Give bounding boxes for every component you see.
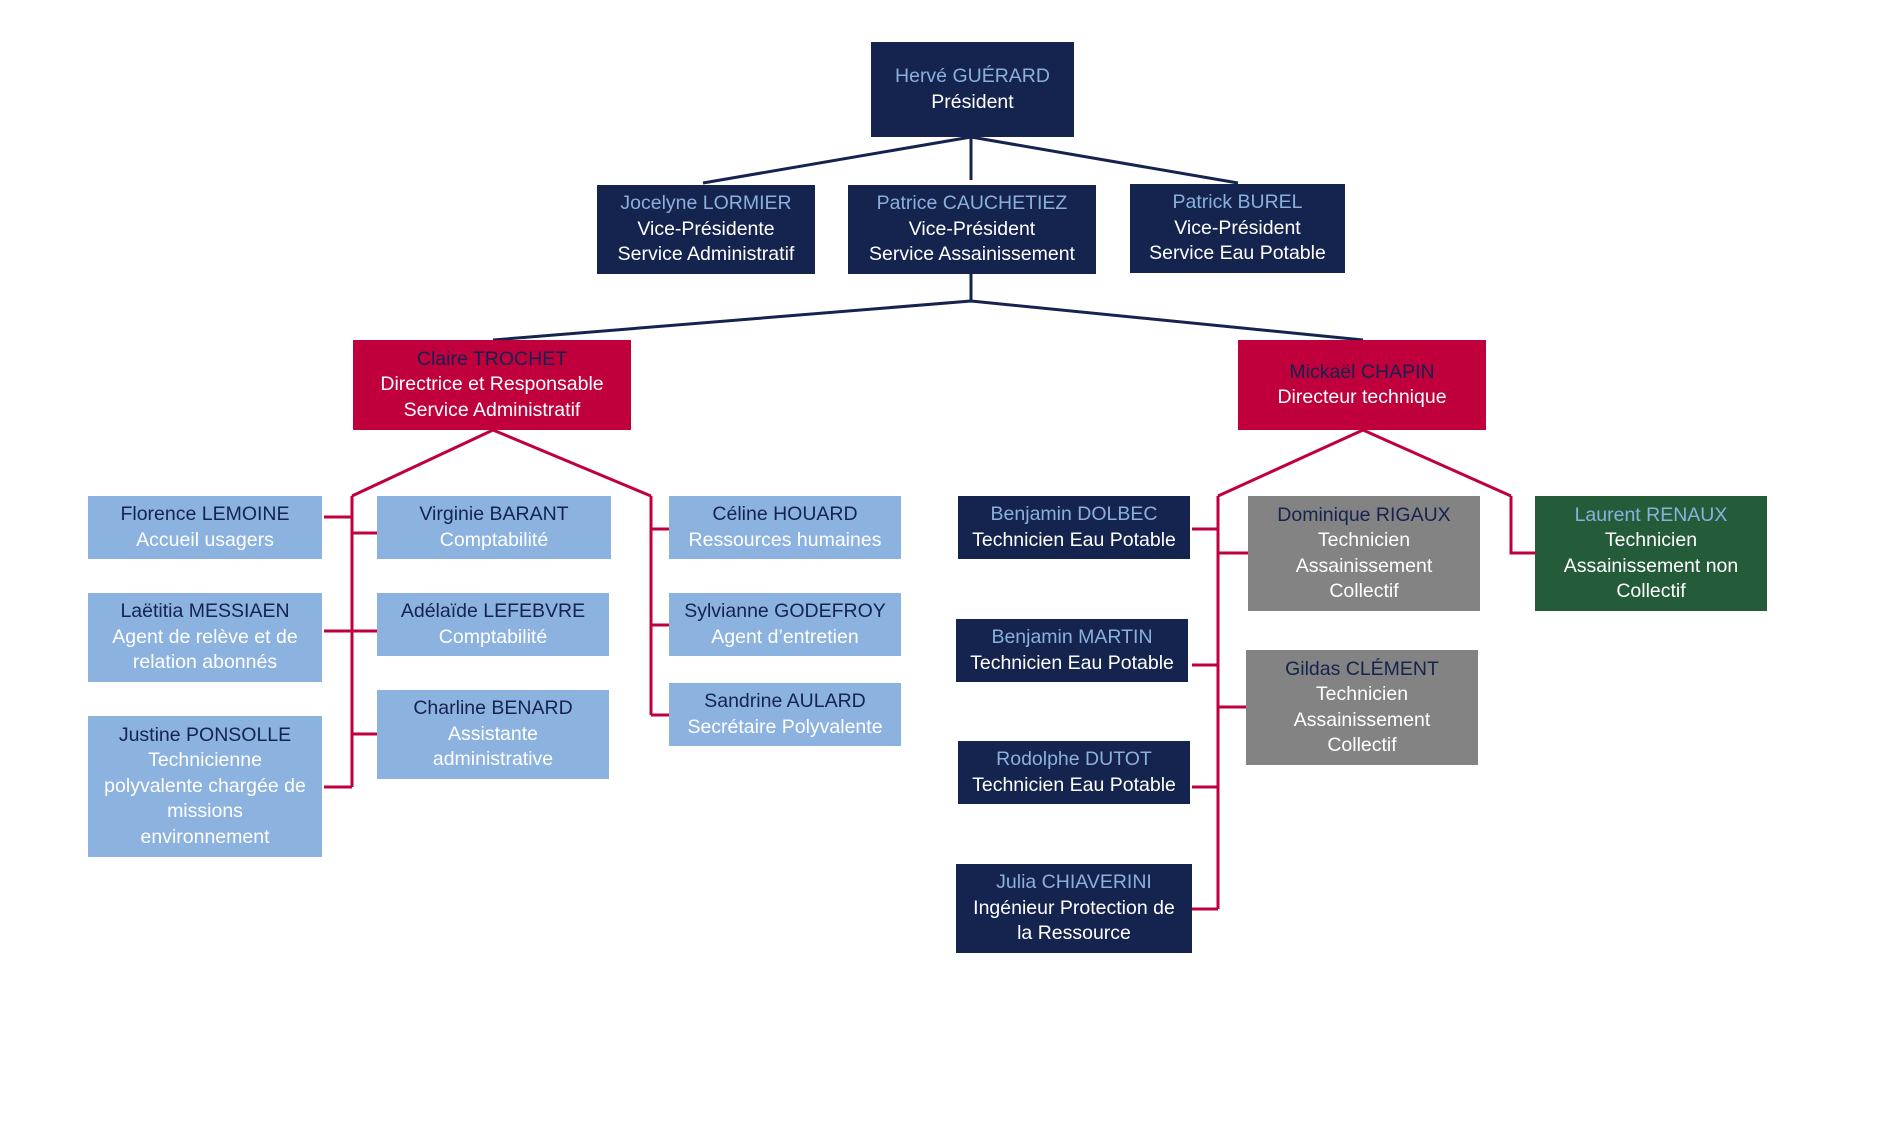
node-vice-president-eau-potable: Patrick BUREL Vice-Président Service Eau… xyxy=(1130,184,1345,273)
node-name: Benjamin DOLBEC xyxy=(990,503,1158,525)
node-role: Technicien Eau Potable xyxy=(972,773,1176,796)
node-role: la Ressource xyxy=(1017,922,1131,945)
node-vice-president-assainissement: Patrice CAUCHETIEZ Vice-Président Servic… xyxy=(848,185,1096,274)
node-role: polyvalente chargée de xyxy=(104,774,306,797)
node-staff-dutot: Rodolphe DUTOT Technicien Eau Potable xyxy=(958,741,1190,804)
node-staff-lefebvre: Adélaïde LEFEBVRE Comptabilité xyxy=(377,593,609,656)
node-president: Hervé GUÉRARD Président xyxy=(871,42,1074,137)
node-role: Technicien xyxy=(1315,683,1409,705)
node-staff-chiaverini: Julia CHIAVERINI Ingénieur Protection de… xyxy=(956,864,1192,953)
node-staff-benard: Charline BENARD Assistante administrativ… xyxy=(377,690,609,779)
node-role: Assainissement xyxy=(1295,554,1433,577)
node-vice-president-administratif: Jocelyne LORMIER Vice-Présidente Service… xyxy=(597,185,815,274)
node-name: Justine PONSOLLE xyxy=(118,723,292,746)
node-name: Sandrine AULARD xyxy=(704,690,866,712)
node-name: Laurent RENAUX xyxy=(1574,503,1728,526)
node-role: Accueil usagers xyxy=(136,528,274,551)
node-role: environnement xyxy=(140,825,270,848)
node-name: Patrice CAUCHETIEZ xyxy=(876,192,1068,215)
technical-connectors xyxy=(1192,428,1535,911)
node-role: Directrice et Responsable xyxy=(380,373,604,396)
node-role: Comptabilité xyxy=(438,625,548,648)
node-service: Service Assainissement xyxy=(869,243,1075,266)
node-staff-houard: Céline HOUARD Ressources humaines xyxy=(669,496,901,559)
connector-trochet-branches xyxy=(351,428,652,498)
node-role: Collectif xyxy=(1327,734,1397,756)
connector-president-to-vice-presidents xyxy=(702,135,1239,185)
node-service: Service Administratif xyxy=(617,243,795,266)
node-staff-martin: Benjamin MARTIN Technicien Eau Potable xyxy=(956,619,1188,682)
node-name: Hervé GUÉRARD xyxy=(895,65,1050,87)
node-staff-rigaux: Dominique RIGAUX Technicien Assainisseme… xyxy=(1248,496,1480,611)
administrative-connectors xyxy=(324,428,669,789)
node-service: Service Eau Potable xyxy=(1149,242,1326,265)
connector-vice-presidents-to-directors xyxy=(492,272,1364,342)
node-service: Service Administratif xyxy=(403,398,581,421)
node-name: Gildas CLÉMENT xyxy=(1285,657,1439,680)
node-directeur-technique: Mickaël CHAPIN Directeur technique xyxy=(1238,340,1486,430)
node-role: Ressources humaines xyxy=(688,528,882,551)
connector-technical-ticks xyxy=(1192,527,1248,911)
node-role: Agent d’entretien xyxy=(711,625,859,648)
node-role: Agent de relève et de xyxy=(112,625,298,648)
node-role: Technicien xyxy=(1317,529,1411,551)
node-name: Julia CHIAVERINI xyxy=(996,871,1152,894)
node-role: relation abonnés xyxy=(132,651,278,674)
connector-renaux xyxy=(1509,496,1535,555)
node-name: Claire TROCHET xyxy=(416,347,568,370)
node-role: Technicien xyxy=(1604,529,1698,551)
node-name: Rodolphe DUTOT xyxy=(996,748,1152,770)
node-role: Technicien Eau Potable xyxy=(972,528,1176,551)
node-name: Jocelyne LORMIER xyxy=(620,192,792,215)
node-staff-lemoine: Florence LEMOINE Accueil usagers xyxy=(88,496,322,559)
node-staff-renaux: Laurent RENAUX Technicien Assainissement… xyxy=(1535,496,1767,611)
node-name: Patrick BUREL xyxy=(1172,191,1303,214)
node-staff-barant: Virginie BARANT Comptabilité xyxy=(377,496,611,559)
node-staff-ponsolle: Justine PONSOLLE Technicienne polyvalent… xyxy=(88,716,322,857)
node-name: Florence LEMOINE xyxy=(120,503,290,525)
node-role: Vice-Président xyxy=(1174,216,1301,239)
node-role: Président xyxy=(931,90,1014,113)
node-role: Secrétaire Polyvalente xyxy=(687,715,883,738)
node-staff-godefroy: Sylvianne GODEFROY Agent d’entretien xyxy=(669,593,901,656)
node-staff-clement: Gildas CLÉMENT Technicien Assainissement… xyxy=(1246,650,1478,765)
connector-right-ticks xyxy=(651,527,669,717)
node-role: Technicienne xyxy=(148,749,262,772)
node-name: Charline BENARD xyxy=(413,697,573,720)
node-name: Adélaïde LEFEBVRE xyxy=(400,600,586,622)
node-role: Assainissement non xyxy=(1563,554,1739,577)
node-role: administrative xyxy=(432,748,554,771)
node-name: Benjamin MARTIN xyxy=(991,626,1153,648)
node-name: Céline HOUARD xyxy=(712,503,858,525)
node-role: Vice-Présidente xyxy=(637,217,775,240)
node-staff-messiaen: Laëtitia MESSIAEN Agent de relève et de … xyxy=(88,593,322,682)
node-role: Comptabilité xyxy=(439,528,549,551)
node-name: Mickaël CHAPIN xyxy=(1289,360,1435,383)
node-role: missions xyxy=(167,800,243,823)
node-role: Assistante xyxy=(448,722,538,745)
node-role: Ingénieur Protection de xyxy=(973,896,1175,919)
node-role: Collectif xyxy=(1329,580,1399,602)
node-role: Assainissement xyxy=(1293,708,1431,731)
node-directrice-administratif: Claire TROCHET Directrice et Responsable… xyxy=(353,340,631,430)
node-staff-aulard: Sandrine AULARD Secrétaire Polyvalente xyxy=(669,683,901,746)
executive-connectors xyxy=(492,135,1364,342)
node-role: Vice-Président xyxy=(908,217,1036,240)
node-role: Collectif xyxy=(1616,580,1686,602)
connector-chapin-branches xyxy=(1217,428,1512,498)
node-name: Sylvianne GODEFROY xyxy=(684,600,886,622)
node-name: Laëtitia MESSIAEN xyxy=(120,600,290,623)
node-staff-dolbec: Benjamin DOLBEC Technicien Eau Potable xyxy=(958,496,1190,559)
node-role: Directeur technique xyxy=(1277,386,1447,408)
node-name: Virginie BARANT xyxy=(419,503,569,525)
connector-left-ticks xyxy=(324,515,377,789)
node-name: Dominique RIGAUX xyxy=(1277,503,1451,526)
node-role: Technicien Eau Potable xyxy=(970,651,1174,674)
